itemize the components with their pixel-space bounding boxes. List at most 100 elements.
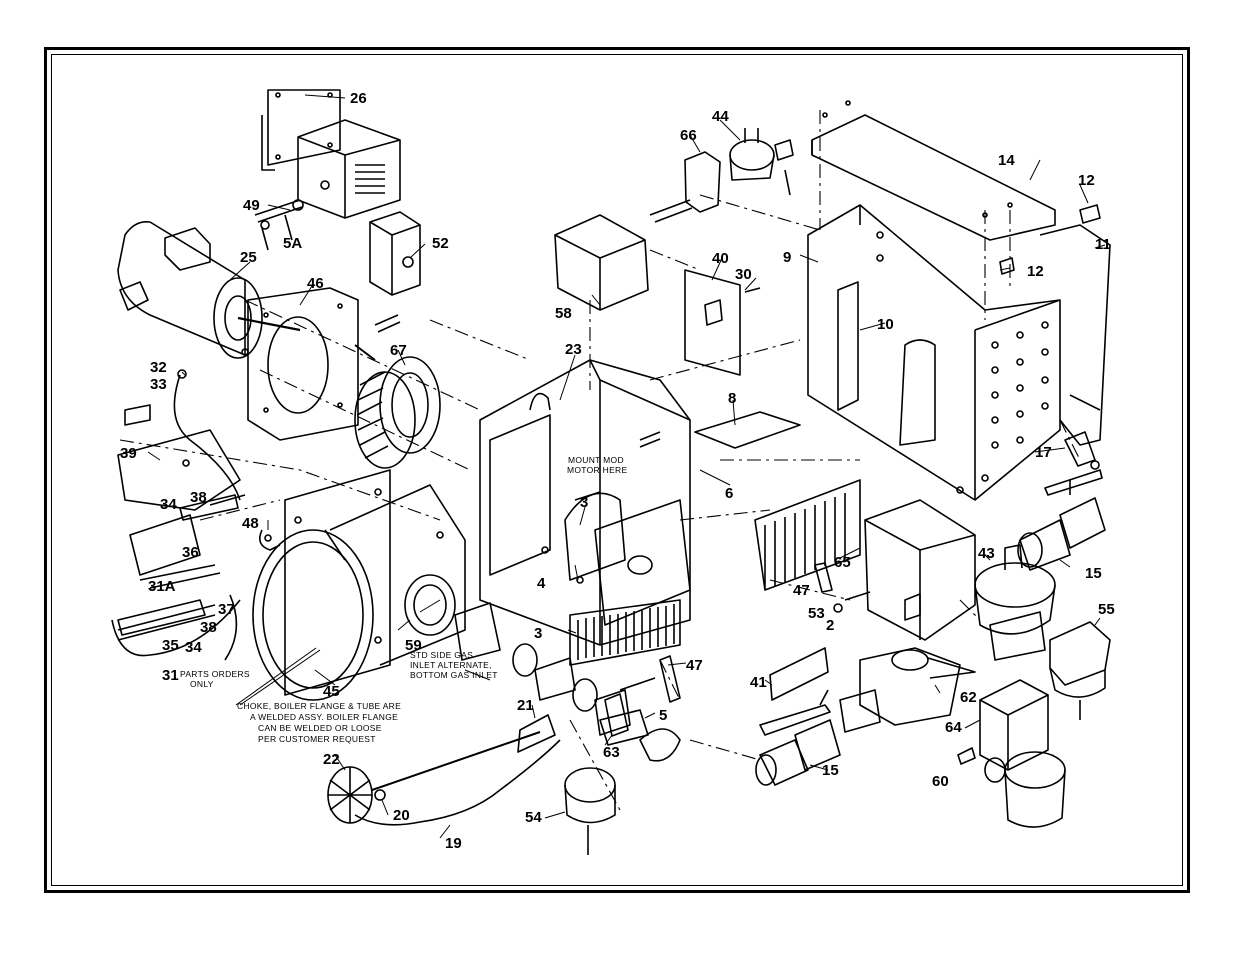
note-choke-2: A WELDED ASSY. BOILER FLANGE xyxy=(250,712,398,722)
callout-33: 33 xyxy=(150,376,167,393)
callout-63: 63 xyxy=(603,744,620,761)
callout-38: 38 xyxy=(190,489,207,506)
plate-41 xyxy=(769,647,829,701)
callout-60: 60 xyxy=(932,773,949,790)
callout-8: 8 xyxy=(728,390,736,407)
burner-housing-23 xyxy=(479,359,691,646)
note-choke-3: CAN BE WELDED OR LOOSE xyxy=(258,723,382,733)
callout-3-lower: 3 xyxy=(534,625,542,642)
callout-37: 37 xyxy=(218,601,235,618)
gas-piping xyxy=(454,602,681,762)
outer-border xyxy=(44,47,1190,893)
fin-pack xyxy=(754,479,861,591)
mounting-plate-46 xyxy=(247,287,359,441)
callout-40: 40 xyxy=(712,250,729,267)
callout-30: 30 xyxy=(735,266,752,283)
callout-38-lower: 38 xyxy=(200,619,217,636)
gas-valve-62 xyxy=(839,647,976,733)
callout-34: 34 xyxy=(160,496,177,513)
callout-59: 59 xyxy=(405,637,422,654)
note-gas-inlet-1: STD SIDE GAS xyxy=(410,650,473,660)
pressure-switch-54 xyxy=(564,767,616,855)
callout-17: 17 xyxy=(1035,444,1052,461)
callout-20: 20 xyxy=(393,807,410,824)
callout-58: 58 xyxy=(555,305,572,322)
callout-21: 21 xyxy=(517,697,534,714)
callout-12-upper: 12 xyxy=(1078,172,1095,189)
pilot-valve-66 xyxy=(649,151,721,223)
callout-12-lower: 12 xyxy=(1027,263,1044,280)
note-gas-inlet-3: BOTTOM GAS INLET xyxy=(410,670,498,680)
electrode-assembly-35 xyxy=(111,564,241,661)
fitting-60 xyxy=(957,747,976,765)
fitting-63 xyxy=(604,693,629,737)
callout-22: 22 xyxy=(323,751,340,768)
valve-actuator-65 xyxy=(864,499,976,641)
assembly-dash-lines xyxy=(119,110,1081,811)
callout-48: 48 xyxy=(242,515,259,532)
callout-44: 44 xyxy=(712,108,729,125)
callout-66: 66 xyxy=(680,127,697,144)
ball-valve-15-upper xyxy=(1017,469,1106,571)
boiler-flange-tube-45 xyxy=(252,469,466,701)
boiler-panel-9 xyxy=(807,204,1061,501)
note-parts-orders-1: PARTS ORDERS xyxy=(180,669,250,679)
bracket-30 xyxy=(684,269,761,376)
callout-26: 26 xyxy=(350,90,367,107)
ignition-transformer-52 xyxy=(369,211,421,333)
callout-5: 5 xyxy=(659,707,667,724)
callout-15-upper: 15 xyxy=(1085,565,1102,582)
callout-19: 19 xyxy=(445,835,462,852)
callout-47-lower: 47 xyxy=(686,657,703,674)
callout-43: 43 xyxy=(978,545,995,562)
callout-52: 52 xyxy=(432,235,449,252)
ignitor-assembly-34 xyxy=(129,494,246,576)
callout-64: 64 xyxy=(945,719,962,736)
fitting-17 xyxy=(1064,431,1100,470)
callout-41: 41 xyxy=(750,674,767,691)
air-shutter xyxy=(569,499,691,666)
note-parts-orders-2: ONLY xyxy=(190,679,214,689)
control-box-26 xyxy=(261,89,401,219)
valve-64 xyxy=(979,679,1066,828)
pressure-switch-55 xyxy=(1049,621,1111,720)
regulator-44 xyxy=(729,128,794,196)
callout-31: 31 xyxy=(162,667,179,684)
callout-62: 62 xyxy=(960,689,977,706)
tube-19 xyxy=(354,739,561,826)
regulator-43 xyxy=(974,544,1056,661)
callout-5a: 5A xyxy=(283,235,302,252)
callout-6: 6 xyxy=(725,485,733,502)
callout-3-upper: 3 xyxy=(580,494,588,511)
callout-36: 36 xyxy=(182,544,199,561)
callout-53: 53 xyxy=(808,605,825,622)
fitting-47 xyxy=(659,562,833,703)
blower-wheel-67 xyxy=(354,344,441,469)
pilot-assembly-21 xyxy=(517,714,556,753)
callout-49: 49 xyxy=(243,197,260,214)
top-plate-14 xyxy=(811,100,1056,241)
callout-32: 32 xyxy=(150,359,167,376)
ball-valve-15 xyxy=(755,689,841,786)
callout-35: 35 xyxy=(162,637,179,654)
cable-48 xyxy=(259,529,281,551)
callout-9: 9 xyxy=(783,249,791,266)
callout-34-lower: 34 xyxy=(185,639,202,656)
leaders xyxy=(147,94,1106,839)
callout-11: 11 xyxy=(1095,236,1111,253)
callout-65: 65 xyxy=(834,554,851,571)
note-mount-mod-2: MOTOR HERE xyxy=(567,465,627,475)
callout-23: 23 xyxy=(565,341,582,358)
flame-scanner-39 xyxy=(117,369,241,511)
callout-15-lower: 15 xyxy=(822,762,839,779)
note-choke-1: CHOKE, BOILER FLANGE & TUBE ARE xyxy=(237,701,401,711)
callout-31a: 31A xyxy=(148,578,176,595)
callout-39: 39 xyxy=(120,445,137,462)
control-cover-58 xyxy=(554,214,649,311)
bolt-53 xyxy=(833,591,871,613)
callout-2: 2 xyxy=(826,617,834,634)
inner-border xyxy=(51,54,1183,886)
